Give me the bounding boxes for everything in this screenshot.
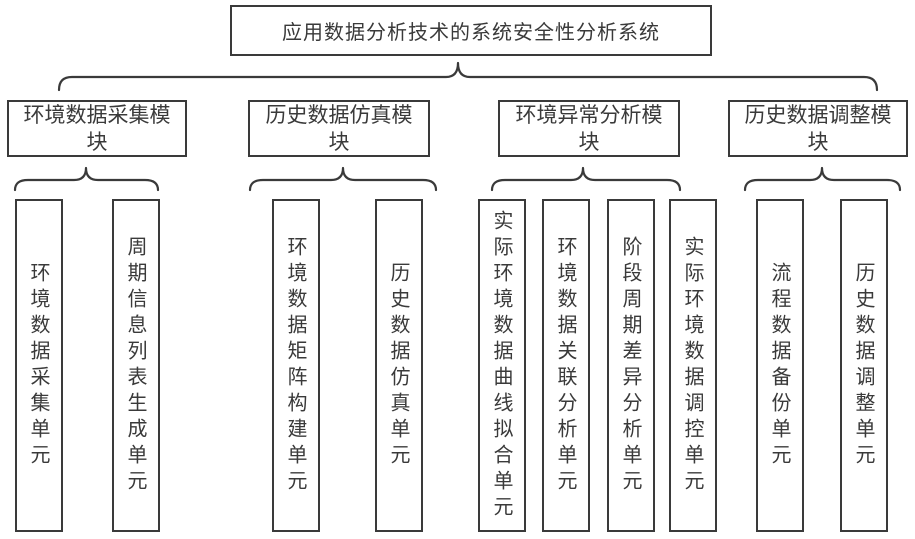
unit-label: 实际环境数据调控单元 xyxy=(681,235,705,496)
unit-box-period-info-list-generation: 周期信息列表生成单元 xyxy=(112,199,160,532)
unit-label: 实际环境数据曲线拟合单元 xyxy=(490,209,514,522)
unit-box-process-data-backup: 流程数据备份单元 xyxy=(756,199,804,532)
unit-label: 历史数据仿真单元 xyxy=(387,261,411,470)
module-label: 环境数据采集模 块 xyxy=(23,102,171,154)
module-box-history-adjustment: 历史数据调整模 块 xyxy=(728,100,908,157)
module-brace-2 xyxy=(248,166,438,192)
unit-box-env-data-matrix-construction: 环境数据矩阵构建单元 xyxy=(272,199,320,532)
module-label: 历史数据调整模 块 xyxy=(744,102,892,154)
unit-label: 环境数据矩阵构建单元 xyxy=(284,235,308,496)
system-title: 应用数据分析技术的系统安全性分析系统 xyxy=(282,20,660,44)
unit-label: 环境数据关联分析单元 xyxy=(554,235,578,496)
unit-label: 环境数据采集单元 xyxy=(27,261,51,470)
root-brace xyxy=(57,61,879,92)
unit-label: 周期信息列表生成单元 xyxy=(124,235,148,496)
module-brace-1 xyxy=(13,166,160,192)
module-box-env-data-collection: 环境数据采集模 块 xyxy=(7,100,187,157)
unit-box-stage-period-difference-analysis: 阶段周期差异分析单元 xyxy=(607,199,655,532)
module-label: 历史数据仿真模 块 xyxy=(265,102,413,154)
unit-label: 流程数据备份单元 xyxy=(768,261,792,470)
module-box-env-anomaly-analysis: 环境异常分析模 块 xyxy=(498,100,680,157)
unit-label: 阶段周期差异分析单元 xyxy=(619,235,643,496)
module-box-history-simulation: 历史数据仿真模 块 xyxy=(248,100,430,157)
module-brace-3 xyxy=(490,166,682,192)
unit-box-actual-env-data-regulation: 实际环境数据调控单元 xyxy=(669,199,717,532)
module-brace-4 xyxy=(743,166,902,192)
system-title-box: 应用数据分析技术的系统安全性分析系统 xyxy=(230,5,712,56)
unit-box-env-data-collection: 环境数据采集单元 xyxy=(15,199,63,532)
unit-label: 历史数据调整单元 xyxy=(852,261,876,470)
unit-box-history-data-simulation: 历史数据仿真单元 xyxy=(375,199,423,532)
module-label: 环境异常分析模 块 xyxy=(515,102,663,154)
unit-box-env-data-correlation-analysis: 环境数据关联分析单元 xyxy=(542,199,590,532)
unit-box-actual-env-curve-fitting: 实际环境数据曲线拟合单元 xyxy=(478,199,526,532)
unit-box-history-data-adjustment: 历史数据调整单元 xyxy=(840,199,888,532)
